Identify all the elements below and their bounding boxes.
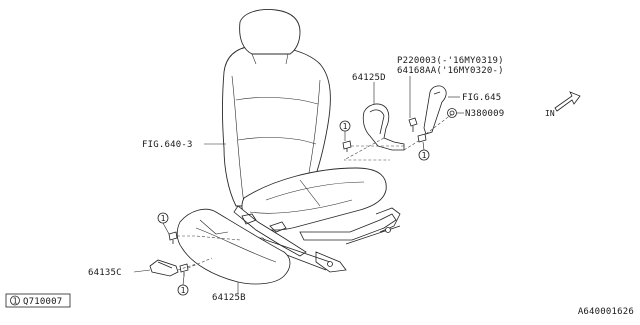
diagram-code: A640001626: [578, 307, 634, 317]
nut-n380009[interactable]: [447, 108, 457, 118]
footnote-code: Q710007: [23, 297, 62, 307]
bolt-p220003[interactable]: [408, 117, 418, 132]
callout-n380009[interactable]: N380009: [465, 109, 504, 119]
callout-fig-645[interactable]: FIG.645: [462, 93, 501, 103]
callout-fig-640-3[interactable]: FIG.640-3: [142, 140, 193, 150]
callout-64125D[interactable]: 64125D: [352, 73, 386, 83]
svg-text:1: 1: [181, 286, 186, 295]
circle-marker-1c: 1: [157, 212, 170, 235]
screw-upper[interactable]: [342, 140, 352, 152]
screw-lower-left[interactable]: [168, 231, 178, 244]
svg-text:1: 1: [161, 214, 166, 223]
svg-text:1: 1: [422, 151, 427, 160]
circle-marker-1b: 1: [418, 141, 430, 161]
callout-64168AA[interactable]: 64168AA('16MY0320-): [397, 66, 504, 76]
part-64125D-cover[interactable]: [362, 103, 405, 151]
front-indicator-label: IN: [545, 109, 555, 118]
footnote-legend: 1 Q710007: [5, 293, 71, 308]
part-64125B-cover[interactable]: [176, 208, 291, 285]
callout-64125B[interactable]: 64125B: [212, 293, 246, 303]
callout-p220003[interactable]: P220003(-'16MY0319): [397, 56, 504, 66]
svg-text:1: 1: [343, 122, 348, 131]
front-direction-arrow: IN: [545, 91, 581, 118]
seat-frame-rails[interactable]: [233, 205, 401, 273]
screw-lower-mid[interactable]: [179, 263, 189, 276]
circle-marker-1a: 1: [339, 120, 351, 141]
circle-marker-1d: 1: [177, 275, 189, 296]
screw-right[interactable]: [417, 133, 427, 143]
fig645-lever[interactable]: [423, 85, 447, 135]
callout-64135C[interactable]: 64135C: [88, 268, 122, 278]
footnote-marker: 1: [13, 297, 18, 306]
part-64135C-knob[interactable]: [149, 259, 179, 277]
